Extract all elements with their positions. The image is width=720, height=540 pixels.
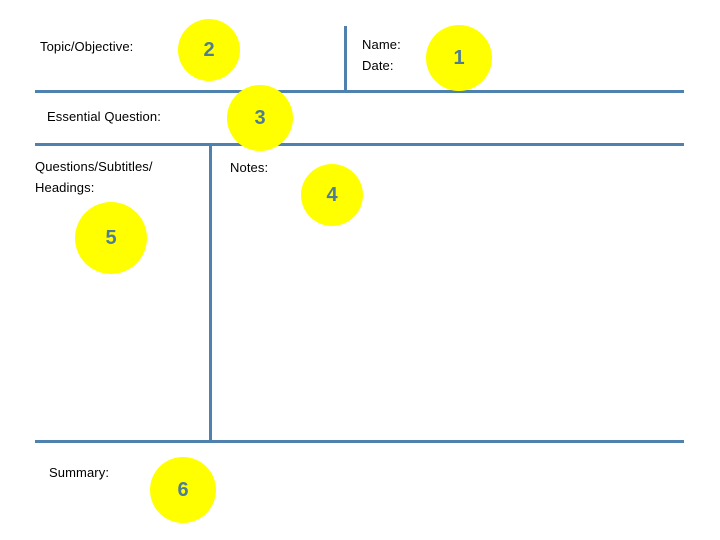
callout-circle-5: 5 (75, 202, 147, 274)
name-label: Name: (362, 37, 401, 52)
callout-circle-3: 3 (227, 85, 293, 151)
callout-number-4: 4 (326, 184, 338, 206)
callout-number-5: 5 (105, 227, 117, 249)
essential-question-bottom-rule (35, 143, 684, 146)
summary-top-rule (35, 440, 684, 443)
essential-question-label: Essential Question: (47, 109, 161, 124)
callout-circle-6: 6 (150, 457, 216, 523)
questions-subtitles-headings-label: Questions/Subtitles/ Headings: (35, 159, 153, 195)
callout-number-3: 3 (254, 107, 266, 129)
callout-number-1: 1 (453, 47, 465, 69)
date-label: Date: (362, 58, 394, 73)
callout-circle-2: 2 (178, 19, 240, 81)
name-date-divider-line (344, 26, 347, 92)
notes-column-divider-line (209, 143, 212, 442)
header-bottom-rule (35, 90, 684, 93)
callout-circle-4: 4 (301, 164, 363, 226)
summary-label: Summary: (49, 465, 110, 480)
callout-number-6: 6 (177, 479, 189, 501)
notes-label: Notes: (230, 160, 269, 175)
topic-objective-label: Topic/Objective: (40, 39, 134, 54)
callout-circle-1: 1 (426, 25, 492, 91)
callout-number-2: 2 (203, 39, 215, 61)
